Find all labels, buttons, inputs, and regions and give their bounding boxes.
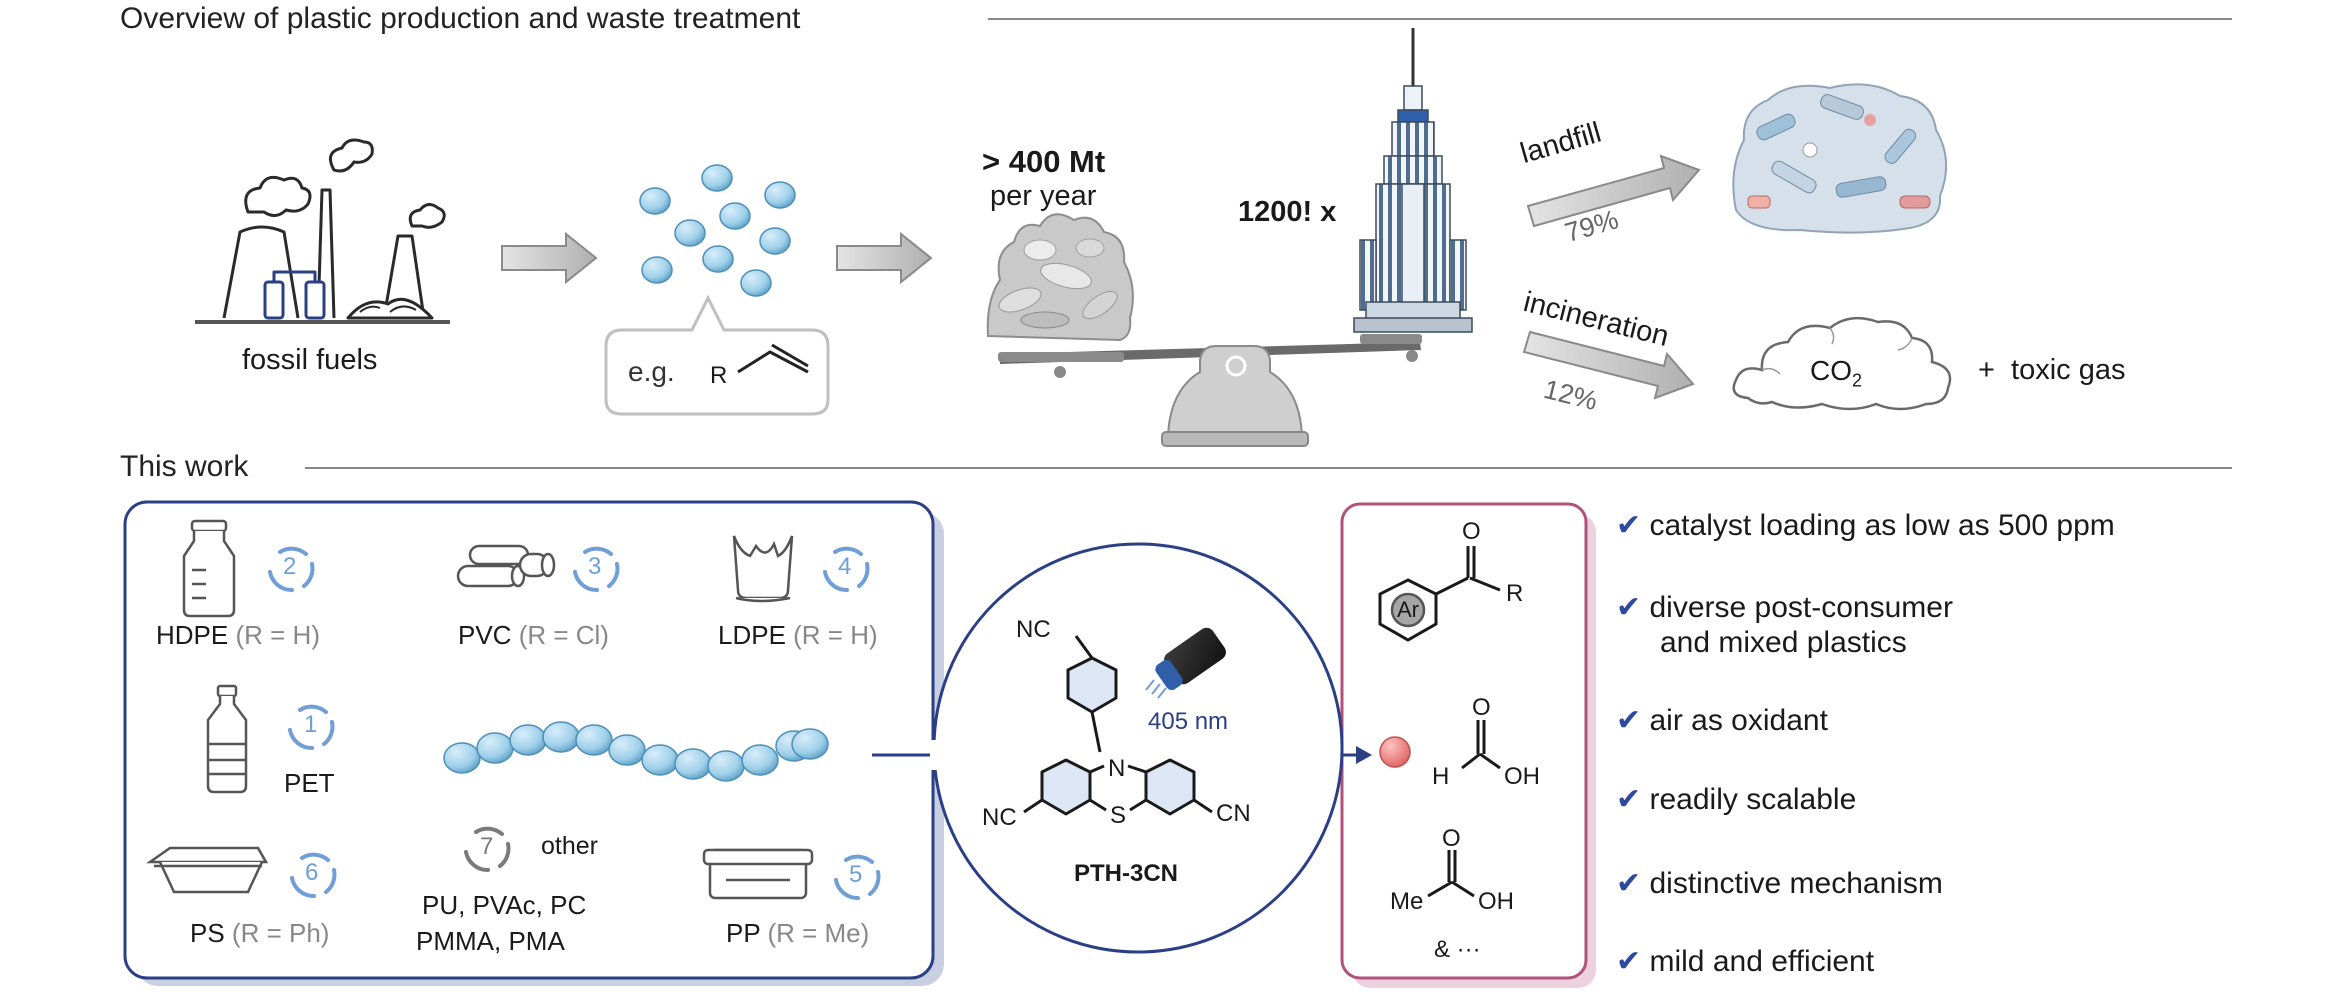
recycle-code-2: 2 bbox=[283, 553, 297, 580]
skyscraper-image bbox=[1353, 28, 1473, 333]
factory-icon bbox=[195, 138, 450, 324]
feature-2: ✔ diverse post-consumer bbox=[1616, 591, 1953, 624]
recycle-icons bbox=[268, 546, 881, 901]
plastic-pile-image bbox=[986, 213, 1134, 342]
box-pp-icon bbox=[702, 848, 814, 900]
recycle-other-icon bbox=[464, 826, 511, 873]
feature-4: ✔ readily scalable bbox=[1616, 783, 1857, 816]
other-plastics-line1: PU, PVAc, PC bbox=[422, 890, 587, 920]
balance-scale bbox=[998, 334, 1422, 447]
overview-heading: Overview of plastic production and waste… bbox=[120, 2, 801, 35]
catalyst-n-atom: N bbox=[1108, 755, 1126, 782]
landfill-waste-image bbox=[1732, 83, 1948, 234]
feature-2b: and mixed plastics bbox=[1660, 626, 1907, 659]
polymer-chain bbox=[443, 721, 829, 782]
check-icon: ✔ bbox=[1616, 509, 1642, 542]
production-unit: per year bbox=[990, 180, 1097, 212]
plastic-label-pet: PET bbox=[284, 768, 335, 798]
pipes-pvc-icon bbox=[456, 544, 556, 588]
aryl-ketone-structure bbox=[1378, 546, 1501, 642]
product-etc-label: & ··· bbox=[1434, 936, 1481, 963]
plastic-label-pp: PP (R = Me) bbox=[726, 918, 870, 948]
arrow-head-products bbox=[1356, 746, 1372, 764]
product-o-ketone: O bbox=[1462, 518, 1481, 545]
pth3cn-structure bbox=[1023, 635, 1213, 816]
co2-label: CO2 bbox=[1810, 355, 1863, 391]
catalyst-nc-top: NC bbox=[1016, 616, 1051, 643]
monomer-bubble bbox=[604, 294, 830, 416]
other-plastics-line2: PMMA, PMA bbox=[416, 926, 565, 956]
vinyl-bond-icon bbox=[737, 343, 809, 374]
feature-6: ✔ mild and efficient bbox=[1616, 945, 1875, 978]
product-ar-label: Ar bbox=[1397, 597, 1419, 622]
catalyst-circle bbox=[932, 542, 1344, 954]
product-me-label: Me bbox=[1390, 888, 1424, 915]
bottle-hdpe-icon bbox=[182, 519, 236, 618]
toxic-gas-label: + toxic gas bbox=[1978, 354, 2126, 386]
feature-5: ✔ distinctive mechanism bbox=[1616, 867, 1943, 900]
products-panel bbox=[1340, 502, 1588, 980]
monomer-eg-label: e.g. bbox=[628, 356, 675, 387]
recycle-code-5: 5 bbox=[849, 861, 863, 888]
plastic-label-pvc: PVC (R = Cl) bbox=[458, 620, 609, 650]
feature-1: ✔ catalyst loading as low as 500 ppm bbox=[1616, 509, 2115, 542]
bag-ldpe-icon bbox=[732, 535, 794, 603]
product-o-formic: O bbox=[1472, 694, 1491, 721]
plastic-label-hdpe: HDPE (R = H) bbox=[156, 620, 320, 650]
check-icon: ✔ bbox=[1616, 704, 1642, 737]
check-icon: ✔ bbox=[1616, 867, 1642, 900]
catalyst-nc-left: NC bbox=[982, 804, 1017, 831]
other-label: other bbox=[541, 832, 598, 860]
product-oh-acetic: OH bbox=[1478, 888, 1514, 915]
product-oh-formic: OH bbox=[1504, 763, 1540, 790]
monomer-r-label: R bbox=[710, 362, 728, 389]
check-icon: ✔ bbox=[1616, 591, 1642, 624]
production-amount: > 400 Mt bbox=[982, 144, 1106, 179]
bottle-pet-icon bbox=[206, 684, 248, 794]
arrow-landfill bbox=[1526, 154, 1701, 228]
recycle-code-1: 1 bbox=[304, 711, 318, 738]
recycle-code-4: 4 bbox=[838, 553, 852, 580]
catalyst-cn-right: CN bbox=[1216, 800, 1251, 827]
product-h-label: H bbox=[1432, 763, 1450, 790]
feature-3: ✔ air as oxidant bbox=[1616, 704, 1828, 737]
thiswork-heading: This work bbox=[120, 450, 249, 483]
acetic-acid-structure bbox=[1427, 850, 1475, 898]
led-lamp-icon bbox=[1145, 627, 1226, 699]
plastic-label-ps: PS (R = Ph) bbox=[190, 918, 330, 948]
product-r-label: R bbox=[1506, 580, 1524, 607]
container-ps-icon bbox=[146, 846, 269, 894]
check-icon: ✔ bbox=[1616, 945, 1642, 978]
fossil-fuels-label: fossil fuels bbox=[242, 344, 378, 376]
reactant-ball bbox=[1379, 736, 1411, 768]
recycle-code-7: 7 bbox=[480, 833, 494, 860]
plastic-label-ldpe: LDPE (R = H) bbox=[718, 620, 878, 650]
arrow-to-monomer bbox=[501, 231, 598, 285]
catalyst-wavelength: 405 nm bbox=[1148, 708, 1229, 735]
catalyst-s-atom: S bbox=[1110, 802, 1127, 829]
check-icon: ✔ bbox=[1616, 783, 1642, 816]
arrow-incineration bbox=[1522, 330, 1695, 400]
co2-cloud bbox=[1732, 316, 1952, 411]
recycle-code-3: 3 bbox=[588, 553, 602, 580]
product-o-acetic: O bbox=[1442, 825, 1461, 852]
arrow-to-production bbox=[836, 231, 933, 285]
catalyst-name: PTH-3CN bbox=[1074, 860, 1179, 887]
formic-acid-structure bbox=[1461, 720, 1501, 770]
scale-factor-label: 1200! x bbox=[1238, 196, 1337, 228]
monomer-beads bbox=[639, 164, 796, 297]
recycle-code-6: 6 bbox=[305, 859, 319, 886]
